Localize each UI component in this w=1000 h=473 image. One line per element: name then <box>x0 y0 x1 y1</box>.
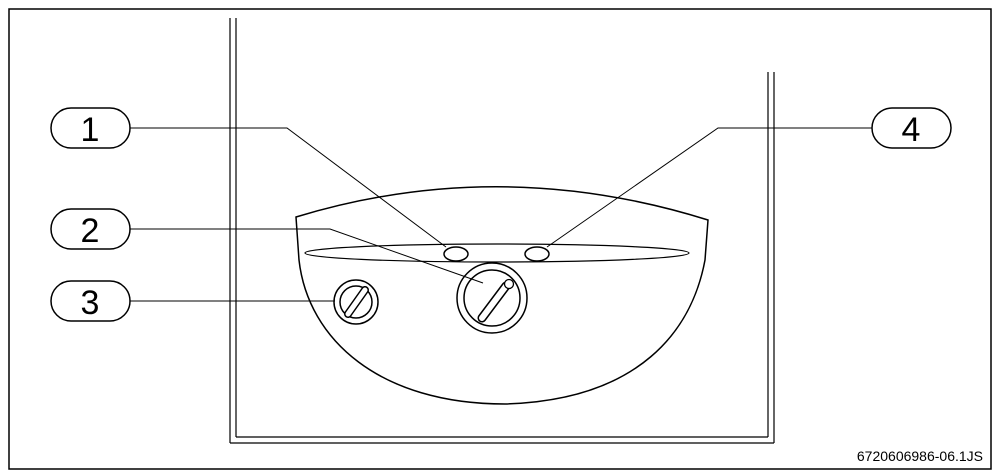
indicator-lamp-1 <box>443 246 469 262</box>
callout-4-label: 4 <box>902 111 921 149</box>
indicator-lamp-4 <box>524 246 550 262</box>
callout-4-bubble <box>871 107 952 149</box>
callout-2-label: 2 <box>81 212 100 250</box>
appliance-body <box>229 18 775 444</box>
callout-3-bubble <box>50 280 131 322</box>
callout-1-bubble <box>50 107 131 149</box>
large-knob-grip <box>479 283 509 321</box>
figure-reference-code: 6720606986-06.1JS <box>857 448 983 464</box>
small-knob-grip <box>345 287 368 317</box>
leader-lines <box>130 127 872 302</box>
callout-2: 2 <box>50 208 131 250</box>
large-control-knob[interactable] <box>456 262 528 334</box>
callout-1: 1 <box>50 107 131 149</box>
leader-line-4 <box>546 127 872 248</box>
callout-1-label: 1 <box>81 111 100 149</box>
control-panel-fascia <box>295 186 709 405</box>
leader-line-2 <box>130 228 484 284</box>
callout-2-bubble <box>50 208 131 250</box>
small-control-knob[interactable] <box>333 279 379 325</box>
large-knob-marker <box>503 278 515 290</box>
callout-3: 3 <box>50 280 131 322</box>
outer-frame <box>8 8 992 470</box>
indicator-light-strip <box>304 243 690 263</box>
leader-line-1 <box>130 127 447 248</box>
callout-4: 4 <box>871 107 952 149</box>
callout-3-label: 3 <box>81 284 100 322</box>
